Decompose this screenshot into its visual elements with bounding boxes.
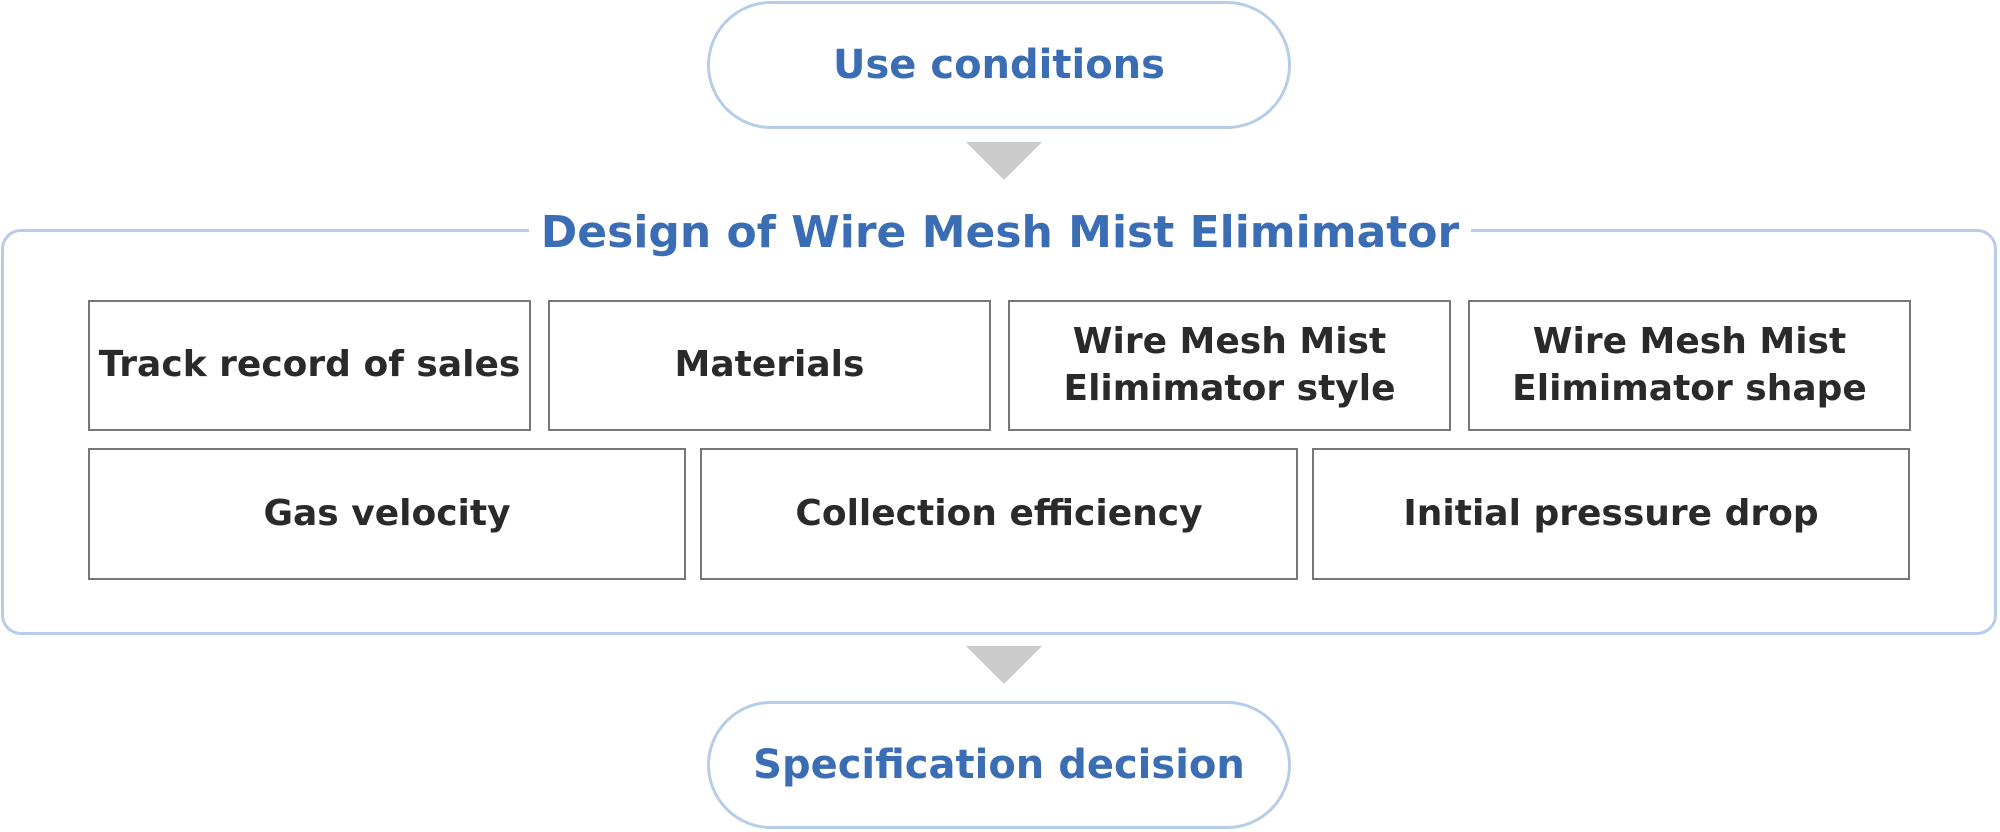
specification-decision-node: Specification decision: [707, 701, 1291, 829]
factor-box-track-record: Track record of sales: [88, 300, 531, 431]
factor-label: Materials: [674, 344, 865, 386]
factor-box-style: Wire Mesh Mist Elimimator style: [1008, 300, 1451, 431]
factor-box-initial-pressure-drop: Initial pressure drop: [1312, 448, 1910, 580]
use-conditions-node: Use conditions: [707, 1, 1291, 129]
specification-decision-label: Specification decision: [753, 742, 1245, 788]
factor-label: Wire Mesh Mist Elimimator style: [1063, 320, 1396, 409]
factor-label: Collection efficiency: [795, 492, 1203, 534]
use-conditions-label: Use conditions: [833, 42, 1165, 88]
factor-label: Gas velocity: [263, 492, 511, 534]
factor-label: Wire Mesh Mist Elimimator shape: [1512, 320, 1867, 409]
factor-label: Track record of sales: [98, 344, 521, 386]
flow-arrow-down-icon: [966, 142, 1042, 180]
factor-box-materials: Materials: [548, 300, 991, 431]
flow-arrow-down-icon: [966, 646, 1042, 684]
design-group-header: Design of Wire Mesh Mist Elimimator: [0, 200, 2000, 264]
factor-box-collection-efficiency: Collection efficiency: [700, 448, 1298, 580]
factor-box-shape: Wire Mesh Mist Elimimator shape: [1468, 300, 1911, 431]
factor-box-gas-velocity: Gas velocity: [88, 448, 686, 580]
design-group-title: Design of Wire Mesh Mist Elimimator: [528, 206, 1472, 258]
factor-label: Initial pressure drop: [1403, 492, 1819, 534]
